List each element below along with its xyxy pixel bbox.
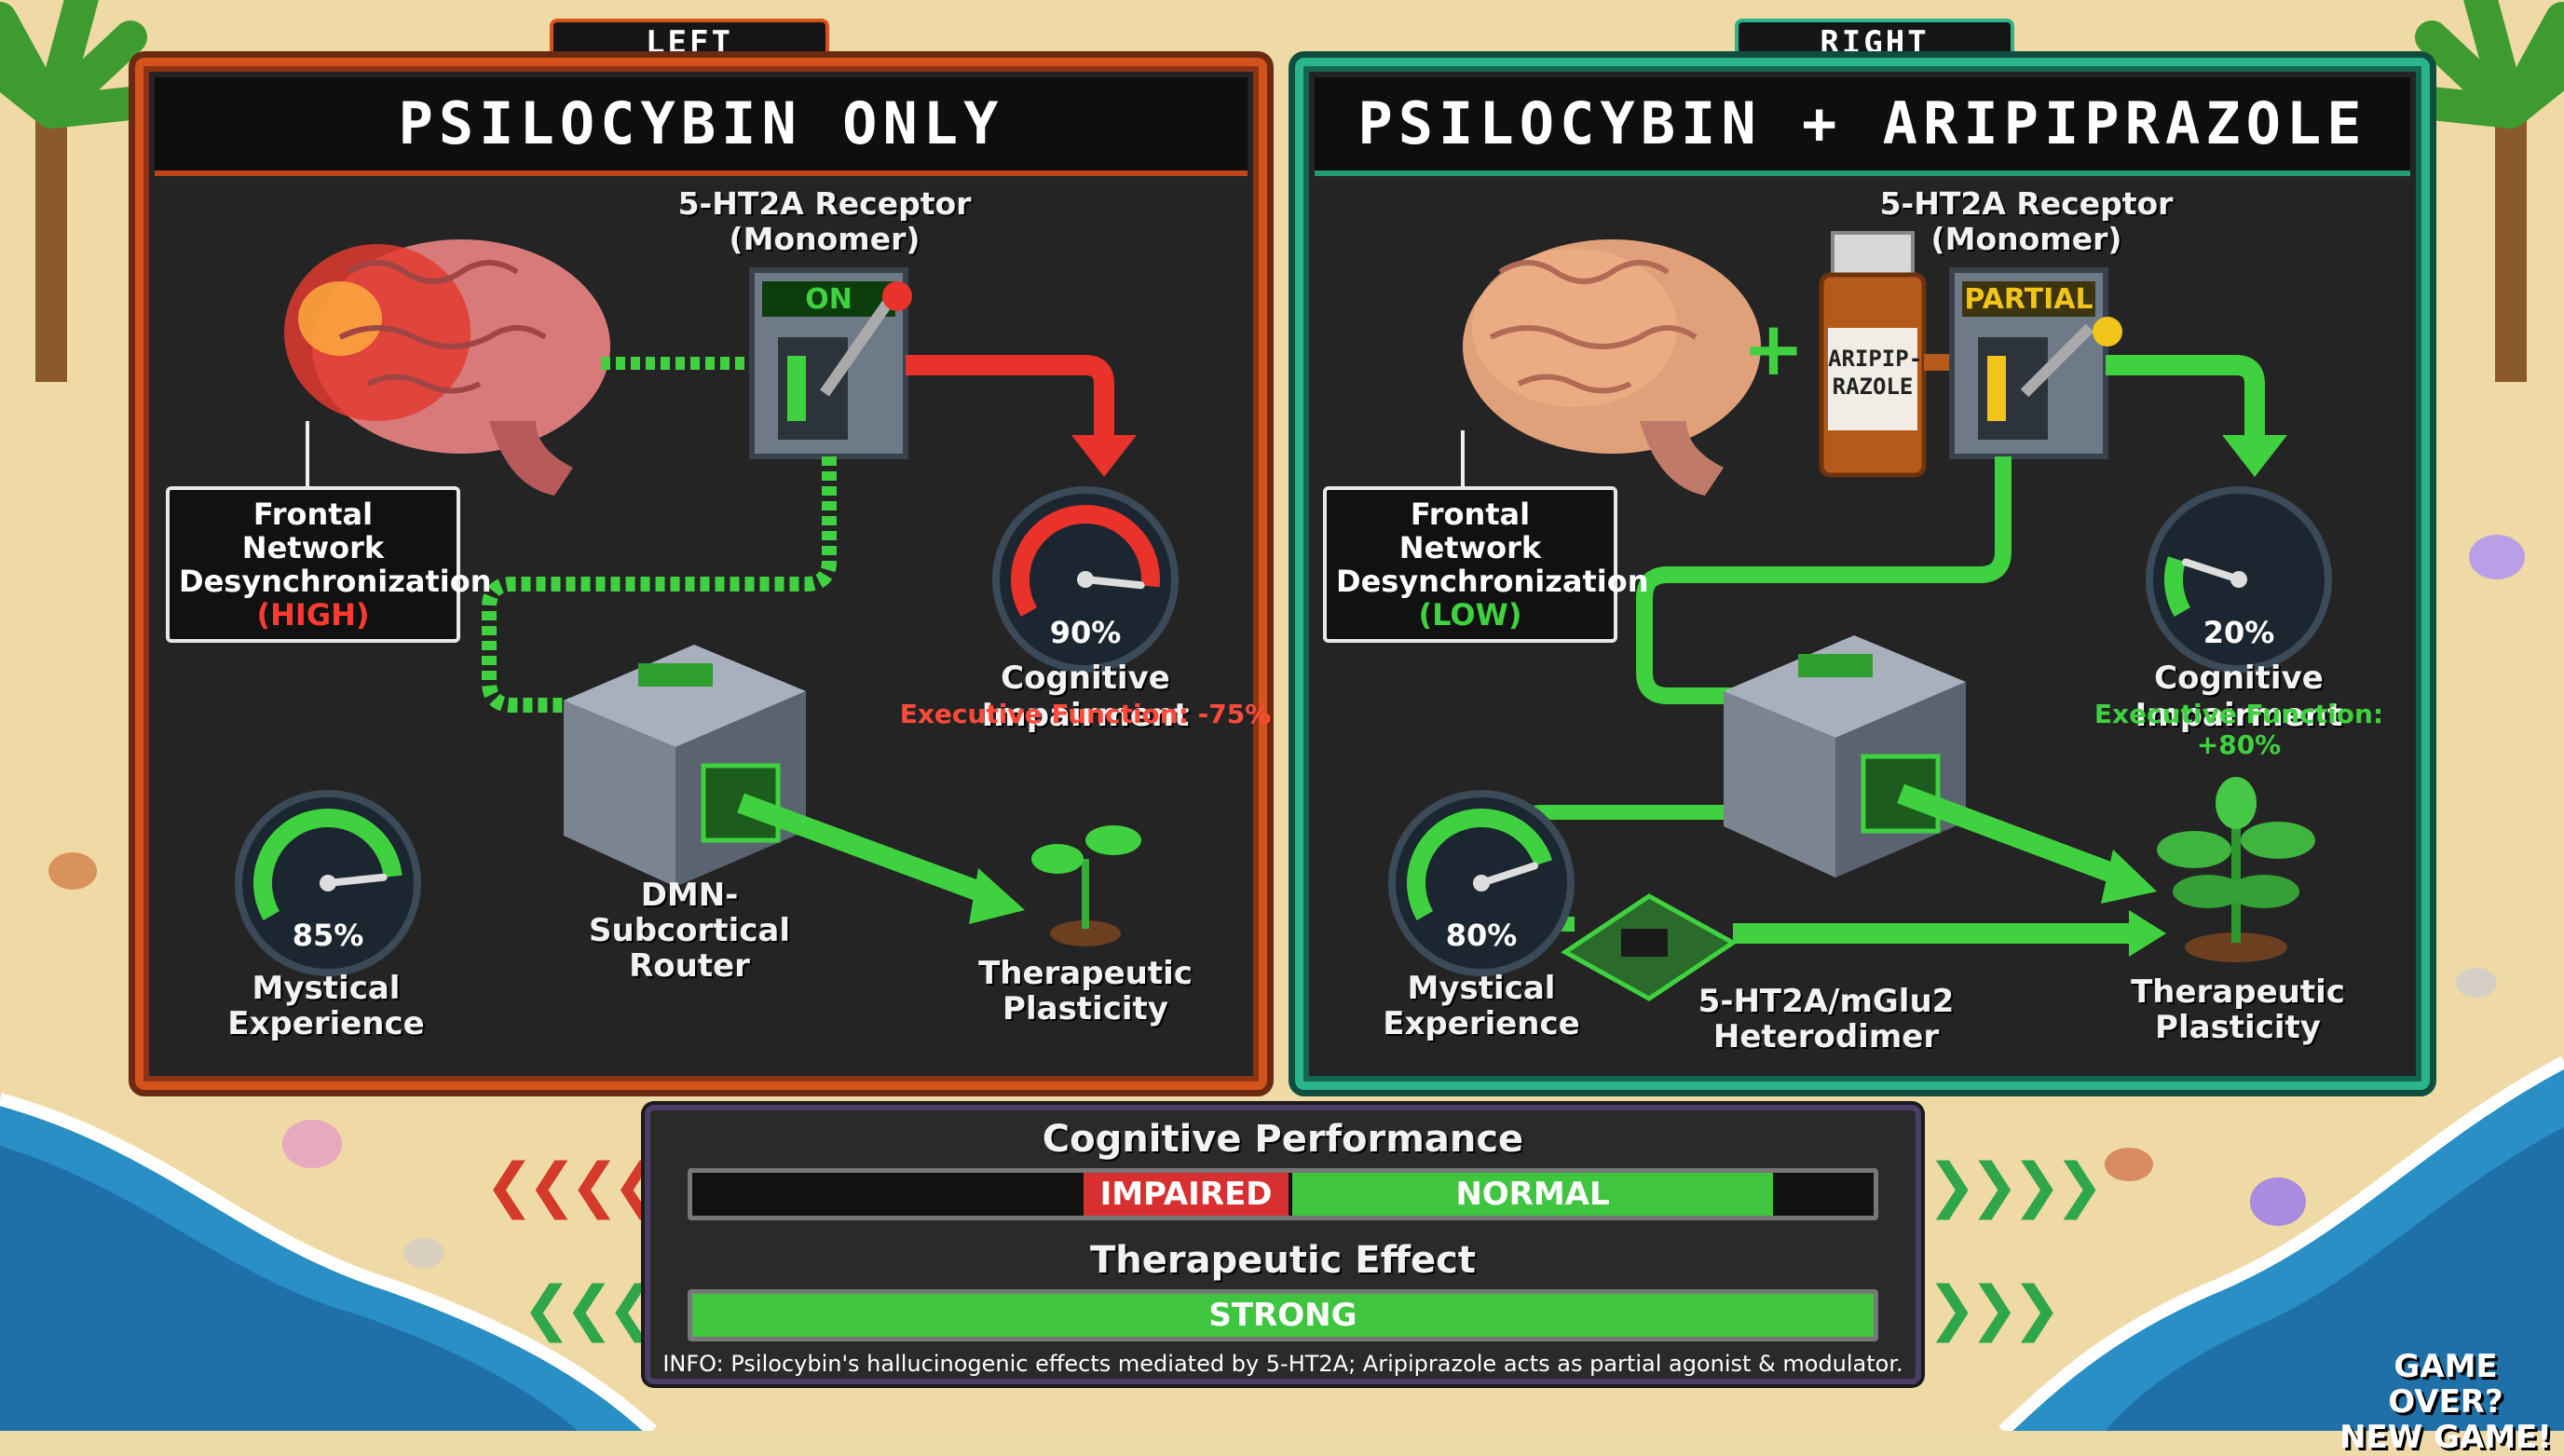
receptor-switch-icon xyxy=(749,267,912,459)
right-chevrons-green-2: ❯❯❯ xyxy=(1927,1274,2062,1343)
left-panel-tab[interactable]: LEFT PANEL xyxy=(550,19,829,102)
left-mystical-pct: 85% xyxy=(292,918,364,953)
aripiprazole-bottle-icon xyxy=(1819,231,1961,478)
right-mystical-label: Mystical Experience xyxy=(1383,970,1580,1042)
left-panel-diagram xyxy=(284,239,1141,946)
right-panel-diagram xyxy=(1461,231,2315,1001)
right-panel-tab[interactable]: RIGHT PANEL xyxy=(1735,19,2014,102)
right-impairment-gauge xyxy=(2146,486,2332,673)
left-mystical-gauge xyxy=(235,790,421,976)
left-impairment-pct: 90% xyxy=(1049,615,1122,650)
right-panel-title: PSILOCYBIN + ARIPIPRAZOLE xyxy=(1315,77,2410,176)
receptor-switch-icon xyxy=(1949,267,2122,459)
left-impairment-label: Cognitive Impairment xyxy=(981,660,1190,734)
new-game-button[interactable]: GAME OVER? NEW GAME! xyxy=(2339,1348,2552,1456)
performance-bar: IMPAIRED NORMAL xyxy=(688,1168,1878,1220)
left-executive-function: Executive Function: -75% xyxy=(899,699,1272,729)
right-impairment-pct: 20% xyxy=(2203,615,2275,650)
left-mystical-label: Mystical Experience xyxy=(227,970,425,1042)
plus-sign: + xyxy=(1742,306,1806,392)
brain-icon xyxy=(284,239,610,496)
strong-segment: STRONG xyxy=(692,1294,1874,1337)
performance-title: Cognitive Performance xyxy=(1042,1118,1524,1161)
right-mystical-gauge xyxy=(1388,790,1575,976)
right-impairment-label: Cognitive Impairment xyxy=(2134,660,2343,734)
right-receptor-label: 5-HT2A Receptor (Monomer) xyxy=(1879,185,2174,257)
left-chevrons-red: ❮❮❮❮ xyxy=(484,1151,661,1220)
right-mystical-pct: 80% xyxy=(1445,918,1518,953)
left-impairment-gauge xyxy=(992,486,1179,673)
right-frontal-box: Frontal Network Desynchronization (LOW) xyxy=(1323,486,1648,643)
effect-title: Therapeutic Effect xyxy=(1089,1239,1476,1282)
status-panel: Cognitive Performance IMPAIRED NORMAL Th… xyxy=(645,1105,1921,1384)
info-text: INFO: Psilocybin's hallucinogenic effect… xyxy=(662,1351,1903,1377)
impaired-segment: IMPAIRED xyxy=(1084,1173,1289,1216)
left-plasticity-label: Therapeutic Plasticity xyxy=(978,955,1193,1027)
left-router-label: DMN-Subcortical Router xyxy=(589,877,790,985)
left-panel-title: PSILOCYBIN ONLY xyxy=(155,77,1248,176)
left-receptor-label: 5-HT2A Receptor (Monomer) xyxy=(677,185,972,257)
heterodimer-label: 5-HT2A/mGlu2 Heterodimer xyxy=(1698,983,1955,1055)
router-icon xyxy=(564,645,806,887)
router-icon xyxy=(1724,635,1966,878)
right-plasticity-label: Therapeutic Plasticity xyxy=(2131,973,2345,1046)
left-switch-state[interactable]: ON xyxy=(805,283,852,316)
effect-bar: STRONG xyxy=(688,1289,1878,1341)
brain-icon xyxy=(1463,239,1761,496)
left-frontal-box: Frontal Network Desynchronization (HIGH) xyxy=(166,486,491,643)
right-switch-state[interactable]: PARTIAL xyxy=(1964,283,2093,316)
sprout-icon xyxy=(1031,825,1141,946)
left-chevrons-green: ❮❮❮ xyxy=(522,1274,657,1343)
plant-icon xyxy=(2157,777,2315,962)
right-executive-function: Executive Function: +80% xyxy=(2093,699,2384,760)
right-chevrons-green: ❯❯❯❯ xyxy=(1927,1151,2104,1220)
bottle-label: ARIPIP- RAZOLE xyxy=(1828,346,1923,400)
normal-segment: NORMAL xyxy=(1292,1173,1773,1216)
